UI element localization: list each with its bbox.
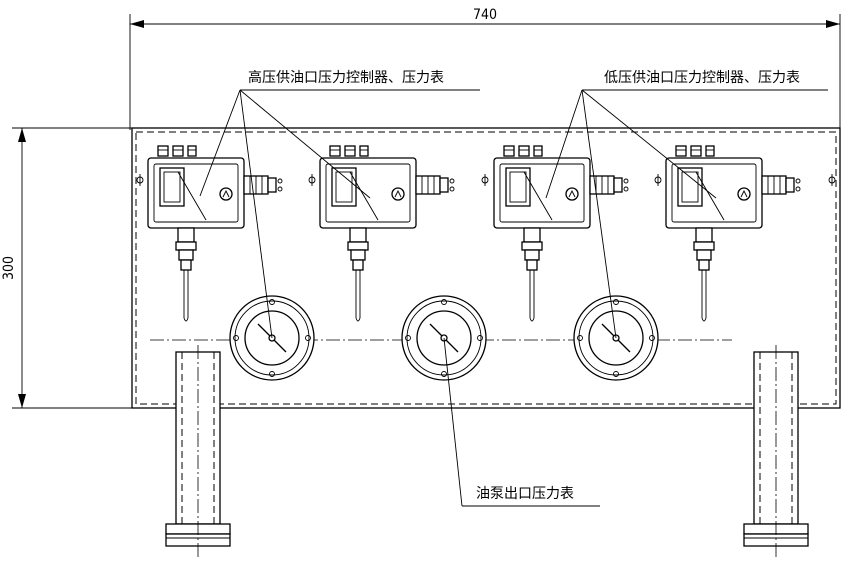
pressure-controller-4: [665, 145, 801, 322]
mounting-panel: [131, 127, 841, 409]
leader-low: [545, 89, 828, 339]
width-dimension: [129, 14, 841, 130]
height-dimension-label: 300: [1, 256, 17, 280]
height-dimension: [12, 127, 132, 409]
pressure-controller-3: [493, 145, 629, 322]
leader-high: [199, 89, 480, 339]
leader-pump: [443, 337, 600, 507]
width-dimension-label: 740: [473, 7, 497, 23]
mounting-holes: [136, 174, 836, 186]
low-pressure-label: 低压供油口压力控制器、压力表: [604, 70, 800, 86]
high-pressure-label: 高压供油口压力控制器、压力表: [248, 69, 444, 86]
pressure-controller-1: [147, 145, 283, 322]
pump-outlet-label: 油泵出口压力表: [476, 486, 574, 502]
pressure-controller-2: [319, 145, 455, 322]
